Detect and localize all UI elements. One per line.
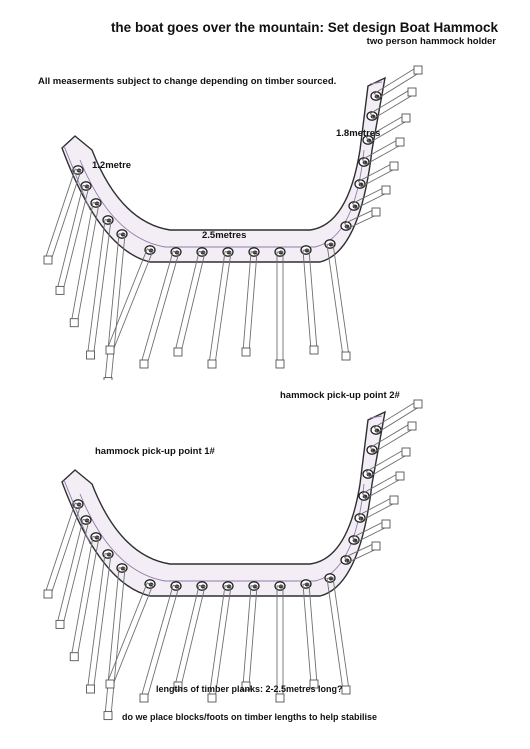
pickup-point-2-label: hammock pick-up point 2# [280, 390, 400, 401]
timber-plank [103, 233, 126, 380]
timber-plank [241, 251, 258, 357]
timber-plank [373, 399, 423, 434]
plank-end [395, 471, 405, 481]
timber-plank [241, 585, 258, 691]
timber-plank [361, 471, 405, 500]
plank-end [139, 359, 149, 369]
plank-end [395, 137, 405, 147]
plank-end [43, 255, 53, 265]
timber-plank [103, 567, 126, 721]
plank-end [341, 351, 351, 361]
timber-plank [105, 248, 154, 355]
dimension-label-right: 1.8metres [336, 128, 381, 139]
timber-plank [173, 584, 206, 691]
bolt-hole-shadow [278, 250, 284, 255]
pickup-point-1-label: hammock pick-up point 1# [95, 446, 215, 457]
plank-end [139, 693, 149, 703]
plank-end [55, 619, 65, 629]
hammock-holder-sketch-top [43, 65, 423, 380]
plank-end [413, 399, 423, 409]
timber-plank [344, 207, 381, 230]
timber-plank [373, 65, 423, 100]
plank-end [173, 347, 183, 357]
timber-plank [43, 502, 82, 599]
plank-end [69, 318, 79, 328]
plank-end [103, 377, 113, 380]
timber-plank [361, 137, 405, 166]
plank-end [371, 541, 381, 551]
page-title: the boat goes over the mountain: Set des… [110, 20, 498, 35]
timber-plank [69, 535, 100, 662]
plank-end [105, 679, 115, 689]
timber-plank [86, 219, 112, 360]
timber-plank [207, 251, 232, 369]
timber-plank [326, 577, 351, 695]
plank-end [207, 693, 217, 703]
page-subtitle: two person hammock holder [366, 36, 496, 47]
timber-plank [302, 583, 319, 689]
plank-end [371, 207, 381, 217]
frame-shading [79, 149, 365, 248]
plank-end [69, 652, 79, 662]
timber-plank [139, 584, 180, 703]
plank-end [105, 345, 115, 355]
plank-end [241, 681, 251, 691]
timber-plank [352, 185, 391, 210]
plank-end [173, 681, 183, 691]
timber-plank [105, 582, 154, 689]
timber-plank [365, 113, 411, 144]
plank-end [55, 285, 65, 295]
stern-detail [369, 81, 383, 85]
timber-plank [275, 585, 285, 703]
stern-detail [369, 415, 383, 419]
frame-shading [79, 483, 365, 582]
timber-plank [86, 553, 112, 694]
plank-end [341, 685, 351, 695]
timber-plank [326, 243, 351, 361]
plank-end [413, 65, 423, 75]
plank-end [401, 447, 411, 457]
timber-plank [369, 87, 417, 120]
plank-end [275, 359, 285, 369]
plank-end [86, 684, 95, 694]
timber-plank [55, 518, 90, 629]
plank-end [407, 421, 417, 431]
dimension-label-left: 1.2metre [92, 160, 132, 171]
bolt-hole-shadow [278, 584, 284, 589]
timber-plank [55, 184, 90, 295]
timber-plank [344, 541, 381, 564]
timber-plank [302, 249, 319, 355]
timber-plank [365, 447, 411, 478]
timber-plank [357, 495, 399, 522]
footer-question-blocks: do we place blocks/foots on timber lengt… [122, 712, 378, 722]
timber-plank [207, 585, 232, 703]
plank-end [43, 589, 53, 599]
plank-end [401, 113, 411, 123]
timber-plank [352, 519, 391, 544]
plank-end [389, 161, 399, 171]
dimension-label-bottom: 2.5metres [202, 230, 247, 241]
plank-end [275, 693, 285, 703]
timber-plank [69, 201, 100, 328]
plank-end [309, 679, 319, 689]
timber-plank [275, 251, 285, 369]
plank-end [381, 519, 391, 529]
timber-plank [139, 250, 180, 369]
timber-plank [357, 161, 399, 188]
plank-end [381, 185, 391, 195]
footer-question-plank-length: lengths of timber planks: 2-2.5metres lo… [156, 684, 343, 694]
plank-end [207, 359, 217, 369]
measurement-note: All measerments subject to change depend… [38, 76, 337, 87]
plank-end [389, 495, 399, 505]
plank-end [407, 87, 417, 97]
plank-end [103, 711, 113, 721]
timber-plank [369, 421, 417, 454]
plank-end [86, 350, 95, 360]
timber-plank [173, 250, 206, 357]
plank-end [309, 345, 319, 355]
plank-end [241, 347, 251, 357]
timber-plank [43, 168, 82, 265]
boat-frame [61, 410, 386, 597]
